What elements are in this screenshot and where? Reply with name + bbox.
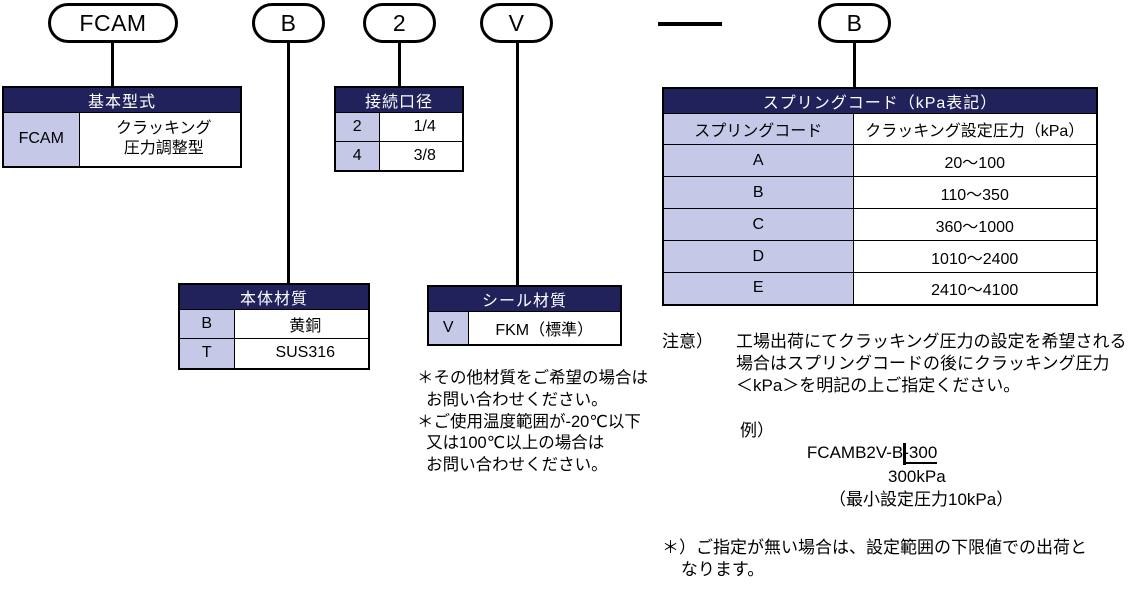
table-spring-code: スプリングコード（kPa表記） スプリングコード クラッキング設定圧力（kPa）… (662, 87, 1098, 306)
table-row: B 110〜350 (662, 176, 1098, 209)
table-seal-material: シール材質 V FKM（標準） (427, 285, 622, 346)
example-min-pressure: （最小設定圧力10kPa） (829, 490, 1014, 509)
final-note: ＊）ご指定が無い場合は、設定範囲の下限値での出荷と なります。 (662, 538, 1087, 580)
table-row: V FKM（標準） (427, 311, 622, 345)
code-capsule-seal-material: V (480, 3, 553, 43)
table-row: 2 1/4 (334, 112, 464, 142)
table-row: T SUS316 (178, 338, 370, 369)
column-header-code: スプリングコード (662, 113, 854, 145)
caution-label: 注意） (662, 332, 713, 351)
code-capsule-spring-code: B (818, 3, 891, 43)
cell-desc: 黄銅 (233, 309, 370, 339)
cell-code: C (662, 208, 854, 241)
example-leader-line (903, 443, 906, 465)
example-value: 300kPa (888, 467, 946, 486)
table-row: 4 3/8 (334, 141, 464, 171)
leader-line-port-size (398, 42, 401, 88)
table-row: E 2410〜4100 (662, 272, 1098, 305)
table-body-material: 本体材質 B 黄銅 T SUS316 (178, 283, 370, 370)
example-code: FCAMB2V-B-300 (788, 420, 938, 486)
table-row: B 黄銅 (178, 309, 370, 339)
code-capsule-body-material: B (252, 3, 325, 43)
table-row: C 360〜1000 (662, 208, 1098, 241)
table-row: D 1010〜2400 (662, 240, 1098, 273)
code-capsule-port-size: 2 (363, 3, 436, 43)
cell-code: V (427, 311, 469, 345)
caution-body: 工場出荷にてクラッキング圧力の設定を希望される 場合はスプリングコードの後にクラ… (736, 332, 1127, 396)
seal-footnotes: ＊その他材質をご希望の場合は お問い合わせください。 ＊ご使用温度範囲が-20℃… (417, 369, 648, 475)
leader-line-seal-material (516, 42, 519, 286)
table-header-row: スプリングコード クラッキング設定圧力（kPa） (662, 113, 1098, 145)
table-seal-material-header: シール材質 (427, 285, 622, 312)
cell-desc: SUS316 (233, 338, 370, 369)
example-code-prefix: FCAMB2V-B (806, 443, 904, 463)
cell-code: T (178, 338, 235, 369)
cell-desc: 1/4 (378, 112, 464, 142)
cell-range: 2410〜4100 (852, 272, 1098, 305)
cell-code: 4 (334, 141, 380, 171)
table-port-size: 接続口径 2 1/4 4 3/8 (334, 86, 464, 172)
code-capsule-basic-model: FCAM (48, 3, 178, 43)
cell-desc: 3/8 (378, 141, 464, 171)
table-spring-code-header: スプリングコード（kPa表記） (662, 87, 1098, 114)
table-body-material-header: 本体材質 (178, 283, 370, 310)
table-row: A 20〜100 (662, 144, 1098, 177)
cell-code: B (662, 176, 854, 209)
table-basic-model-header: 基本型式 (2, 86, 242, 113)
cell-range: 360〜1000 (852, 208, 1098, 241)
cell-desc: FKM（標準） (467, 311, 622, 345)
table-basic-model: 基本型式 FCAM クラッキング 圧力調整型 (2, 86, 242, 168)
leader-line-basic-model (111, 42, 114, 88)
table-row: FCAM クラッキング 圧力調整型 (2, 112, 242, 167)
cell-desc: クラッキング 圧力調整型 (78, 112, 242, 167)
cell-range: 20〜100 (852, 144, 1098, 177)
table-port-size-header: 接続口径 (334, 86, 464, 113)
example-label: 例） (740, 421, 774, 440)
leader-line-body-material (287, 42, 290, 284)
cell-code: 2 (334, 112, 380, 142)
cell-code: FCAM (2, 112, 80, 167)
cell-range: 110〜350 (852, 176, 1098, 209)
example-code-suffix: -300 (903, 443, 938, 465)
cell-code: A (662, 144, 854, 177)
cell-range: 1010〜2400 (852, 240, 1098, 273)
cell-code: E (662, 272, 854, 305)
column-header-range: クラッキング設定圧力（kPa） (852, 113, 1098, 145)
cell-code: B (178, 309, 235, 339)
separator-dash (658, 22, 722, 26)
cell-code: D (662, 240, 854, 273)
leader-line-spring-code (853, 42, 856, 87)
